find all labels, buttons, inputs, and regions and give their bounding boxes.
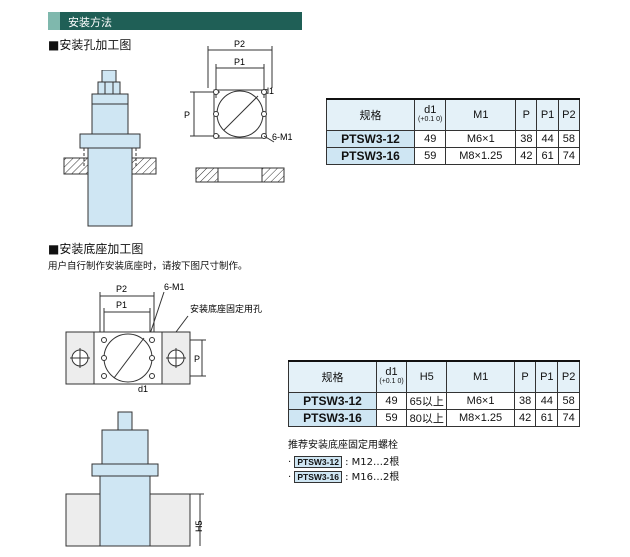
th-p1: P1	[536, 98, 559, 131]
svg-text:P: P	[194, 354, 200, 364]
table-row: PTSW3-16 59 80以上 M8×1.25 42 61 74	[287, 409, 580, 427]
svg-text:安装底座固定用孔: 安装底座固定用孔	[190, 303, 262, 314]
svg-text:P1: P1	[116, 300, 127, 310]
dim-m1: 6-M1	[272, 132, 293, 142]
bolt-item: · PTSW3-16 : M16…2根	[288, 471, 400, 483]
banner-accent	[48, 12, 60, 30]
th-d1: d1(+0.1 0)	[414, 98, 447, 131]
svg-text:P2: P2	[116, 284, 127, 294]
dim-d1: d1	[264, 86, 274, 96]
banner-title: 安装方法	[68, 16, 112, 29]
base-side-view-drawing: H5	[65, 411, 204, 547]
spec-table-1: 规格 d1(+0.1 0) M1 P P1 P2 PTSW3-12 49 M6×…	[325, 98, 581, 165]
section1-heading: ■安装孔加工图	[48, 38, 132, 52]
svg-text:6-M1: 6-M1	[164, 282, 185, 292]
bolt-recommendation: 推荐安装底座固定用螺栓 · PTSW3-12 : M12…2根 · PTSW3-…	[288, 436, 399, 483]
section2-note: 用户自行制作安装底座时，请按下图尺寸制作。	[48, 261, 248, 272]
spec-table-2: 规格 d1(+0.1 0) H5 M1 P P1 P2 PTSW3-12 49 …	[287, 360, 580, 427]
th-m1: M1	[445, 98, 517, 131]
th-p: P	[515, 98, 538, 131]
bolt-title: 推荐安装底座固定用螺栓	[288, 440, 398, 451]
table-row: PTSW3-16 59 M8×1.25 42 61 74	[325, 147, 581, 165]
th-spec: 规格	[325, 98, 416, 131]
th-p2: P2	[557, 98, 581, 131]
svg-text:d1: d1	[138, 384, 148, 394]
svg-text:H5: H5	[194, 520, 204, 532]
section-banner: 安装方法	[48, 12, 302, 30]
table-row: PTSW3-12 49 65以上 M6×1 38 44 58	[287, 392, 580, 410]
bolt-item: · PTSW3-12 : M12…2根	[288, 456, 400, 468]
hole-pattern-drawing: P2 P1 P d1 6-M1	[184, 39, 293, 183]
dim-p: P	[184, 110, 190, 120]
dim-p1: P1	[234, 57, 245, 67]
mounting-hole-side-drawing	[63, 70, 157, 227]
dim-p2: P2	[234, 39, 245, 49]
base-top-view-drawing: P2 P1 6-M1 安装底座固定用孔 P d1	[65, 282, 262, 394]
section2-heading: ■安装底座加工图	[48, 242, 144, 256]
table-row: PTSW3-12 49 M6×1 38 44 58	[325, 130, 581, 148]
